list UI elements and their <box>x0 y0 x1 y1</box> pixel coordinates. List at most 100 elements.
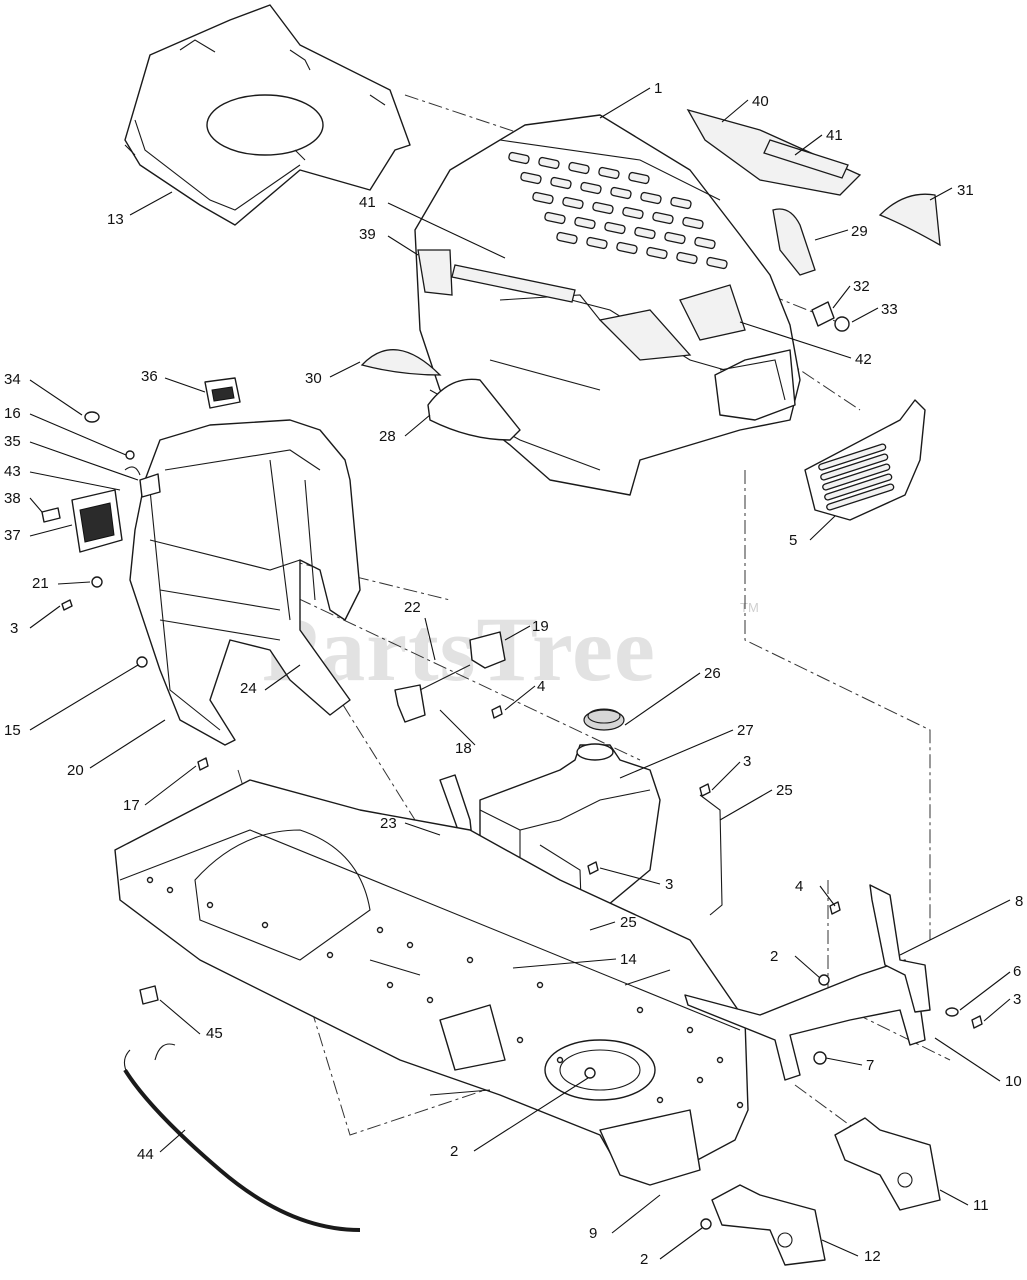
callout-leader-line <box>439 709 476 746</box>
hood-vent-slot <box>544 211 566 225</box>
hood-vent-slot <box>664 231 686 245</box>
hood-vent-slot <box>592 201 614 215</box>
hood-vent-slot <box>694 236 716 250</box>
frame-hole <box>696 1076 704 1084</box>
callout-label: 3 <box>10 620 18 637</box>
bolt-part-2-front <box>818 974 830 986</box>
callout-leader-line <box>624 672 701 726</box>
grille-slot <box>826 483 895 511</box>
callout-label: 30 <box>305 370 322 387</box>
hood-vent-slot <box>520 171 542 185</box>
callout-label: 17 <box>123 797 140 814</box>
hood-vent-slot <box>586 236 608 250</box>
callout-leader-line <box>711 761 741 791</box>
callout-labels: 1 40 41 31 41 39 29 13 32 33 30 42 34 36… <box>4 80 1023 1268</box>
callout-leader-line <box>814 229 849 241</box>
lens-part-30 <box>360 349 442 376</box>
callout-label: 26 <box>704 665 721 682</box>
lens-part-31 <box>878 193 941 247</box>
callout-leader-line <box>29 605 61 629</box>
callout-label: 6 <box>1013 963 1021 980</box>
callout-label: 11 <box>973 1197 989 1214</box>
hood-vent-slot <box>706 256 728 270</box>
callout-label: 23 <box>380 815 397 832</box>
callout-label: 38 <box>4 490 21 507</box>
dash-panel-part-13 <box>124 4 411 226</box>
hood-vent-slot <box>622 206 644 220</box>
screw-part-3-left <box>61 599 73 611</box>
callout-label: 2 <box>450 1143 458 1160</box>
hood-vent-slot <box>532 191 554 205</box>
wire-harness-part-44 <box>123 1043 361 1232</box>
hood-vent-slot <box>682 216 704 230</box>
callout-leader-line <box>404 822 441 836</box>
frame-hole <box>426 996 434 1004</box>
hood-vent-slot <box>580 181 602 195</box>
callout-label: 9 <box>589 1225 597 1242</box>
washer-part-6 <box>945 1007 959 1017</box>
callout-label: 41 <box>359 194 376 211</box>
callout-label: 41 <box>826 127 843 144</box>
callout-label: 36 <box>141 368 158 385</box>
callout-label: 4 <box>795 878 803 895</box>
callout-leader-line <box>719 789 773 821</box>
callout-label: 7 <box>866 1057 874 1074</box>
screw-part-4-front <box>829 901 841 915</box>
hood-part-1 <box>414 114 801 496</box>
callout-leader-line <box>329 361 361 378</box>
hood-vent-slot <box>604 221 626 235</box>
callout-label: 40 <box>752 93 769 110</box>
callout-label: 14 <box>620 951 637 968</box>
screw-part-3-tank <box>587 783 711 875</box>
callout-label: 35 <box>4 433 21 450</box>
callout-leader-line <box>939 1189 969 1206</box>
callout-label: 22 <box>404 599 421 616</box>
callout-label: 21 <box>32 575 49 592</box>
callout-leader-line <box>512 958 617 969</box>
frame-hole <box>516 1036 524 1044</box>
callout-leader-line <box>129 191 173 216</box>
callout-leader-line <box>144 765 197 806</box>
callout-leader-line <box>29 413 127 456</box>
bracket-part-18 <box>394 684 426 723</box>
callout-label: 18 <box>455 740 472 757</box>
frame-hole <box>386 981 394 989</box>
callout-leader-line <box>983 998 1011 1022</box>
callout-label: 1 <box>654 80 662 97</box>
hood-vent-slot <box>676 251 698 265</box>
callout-leader-line <box>959 971 1011 1011</box>
callout-label: 44 <box>137 1146 154 1163</box>
hood-vent-slot <box>634 226 656 240</box>
frame-hole <box>656 1096 664 1104</box>
hood-vent-slot <box>568 161 590 175</box>
hood-vent-slot <box>550 176 572 190</box>
frame-hole <box>406 941 414 949</box>
callout-leader-line <box>504 625 531 641</box>
screw-part-3-front <box>971 1015 983 1029</box>
callout-leader-line <box>599 867 661 885</box>
ignition-switch-part-37 <box>71 489 123 553</box>
callout-leader-line <box>794 955 821 979</box>
callout-leader-line <box>929 187 953 201</box>
callout-label: 5 <box>789 532 797 549</box>
plate-part-11 <box>834 1117 941 1211</box>
callout-label: 16 <box>4 405 21 422</box>
switch-part-36 <box>204 377 241 409</box>
frame-hole <box>636 1006 644 1014</box>
callout-label: 34 <box>4 371 21 388</box>
hood-vent-slot <box>646 246 668 260</box>
frame-hole <box>536 981 544 989</box>
key-part-38 <box>41 507 61 523</box>
callout-label: 15 <box>4 722 21 739</box>
clip-part-45 <box>139 985 159 1005</box>
frame-hole <box>261 921 269 929</box>
callout-label: 12 <box>864 1248 881 1265</box>
callout-leader-line <box>29 664 139 731</box>
frame-hole <box>686 1026 694 1034</box>
hood-vent-slots <box>508 151 728 270</box>
frame-hole <box>146 876 154 884</box>
screw-part-17 <box>197 757 209 771</box>
hood-vent-slot <box>508 151 530 165</box>
hood-vent-slot <box>556 231 578 245</box>
